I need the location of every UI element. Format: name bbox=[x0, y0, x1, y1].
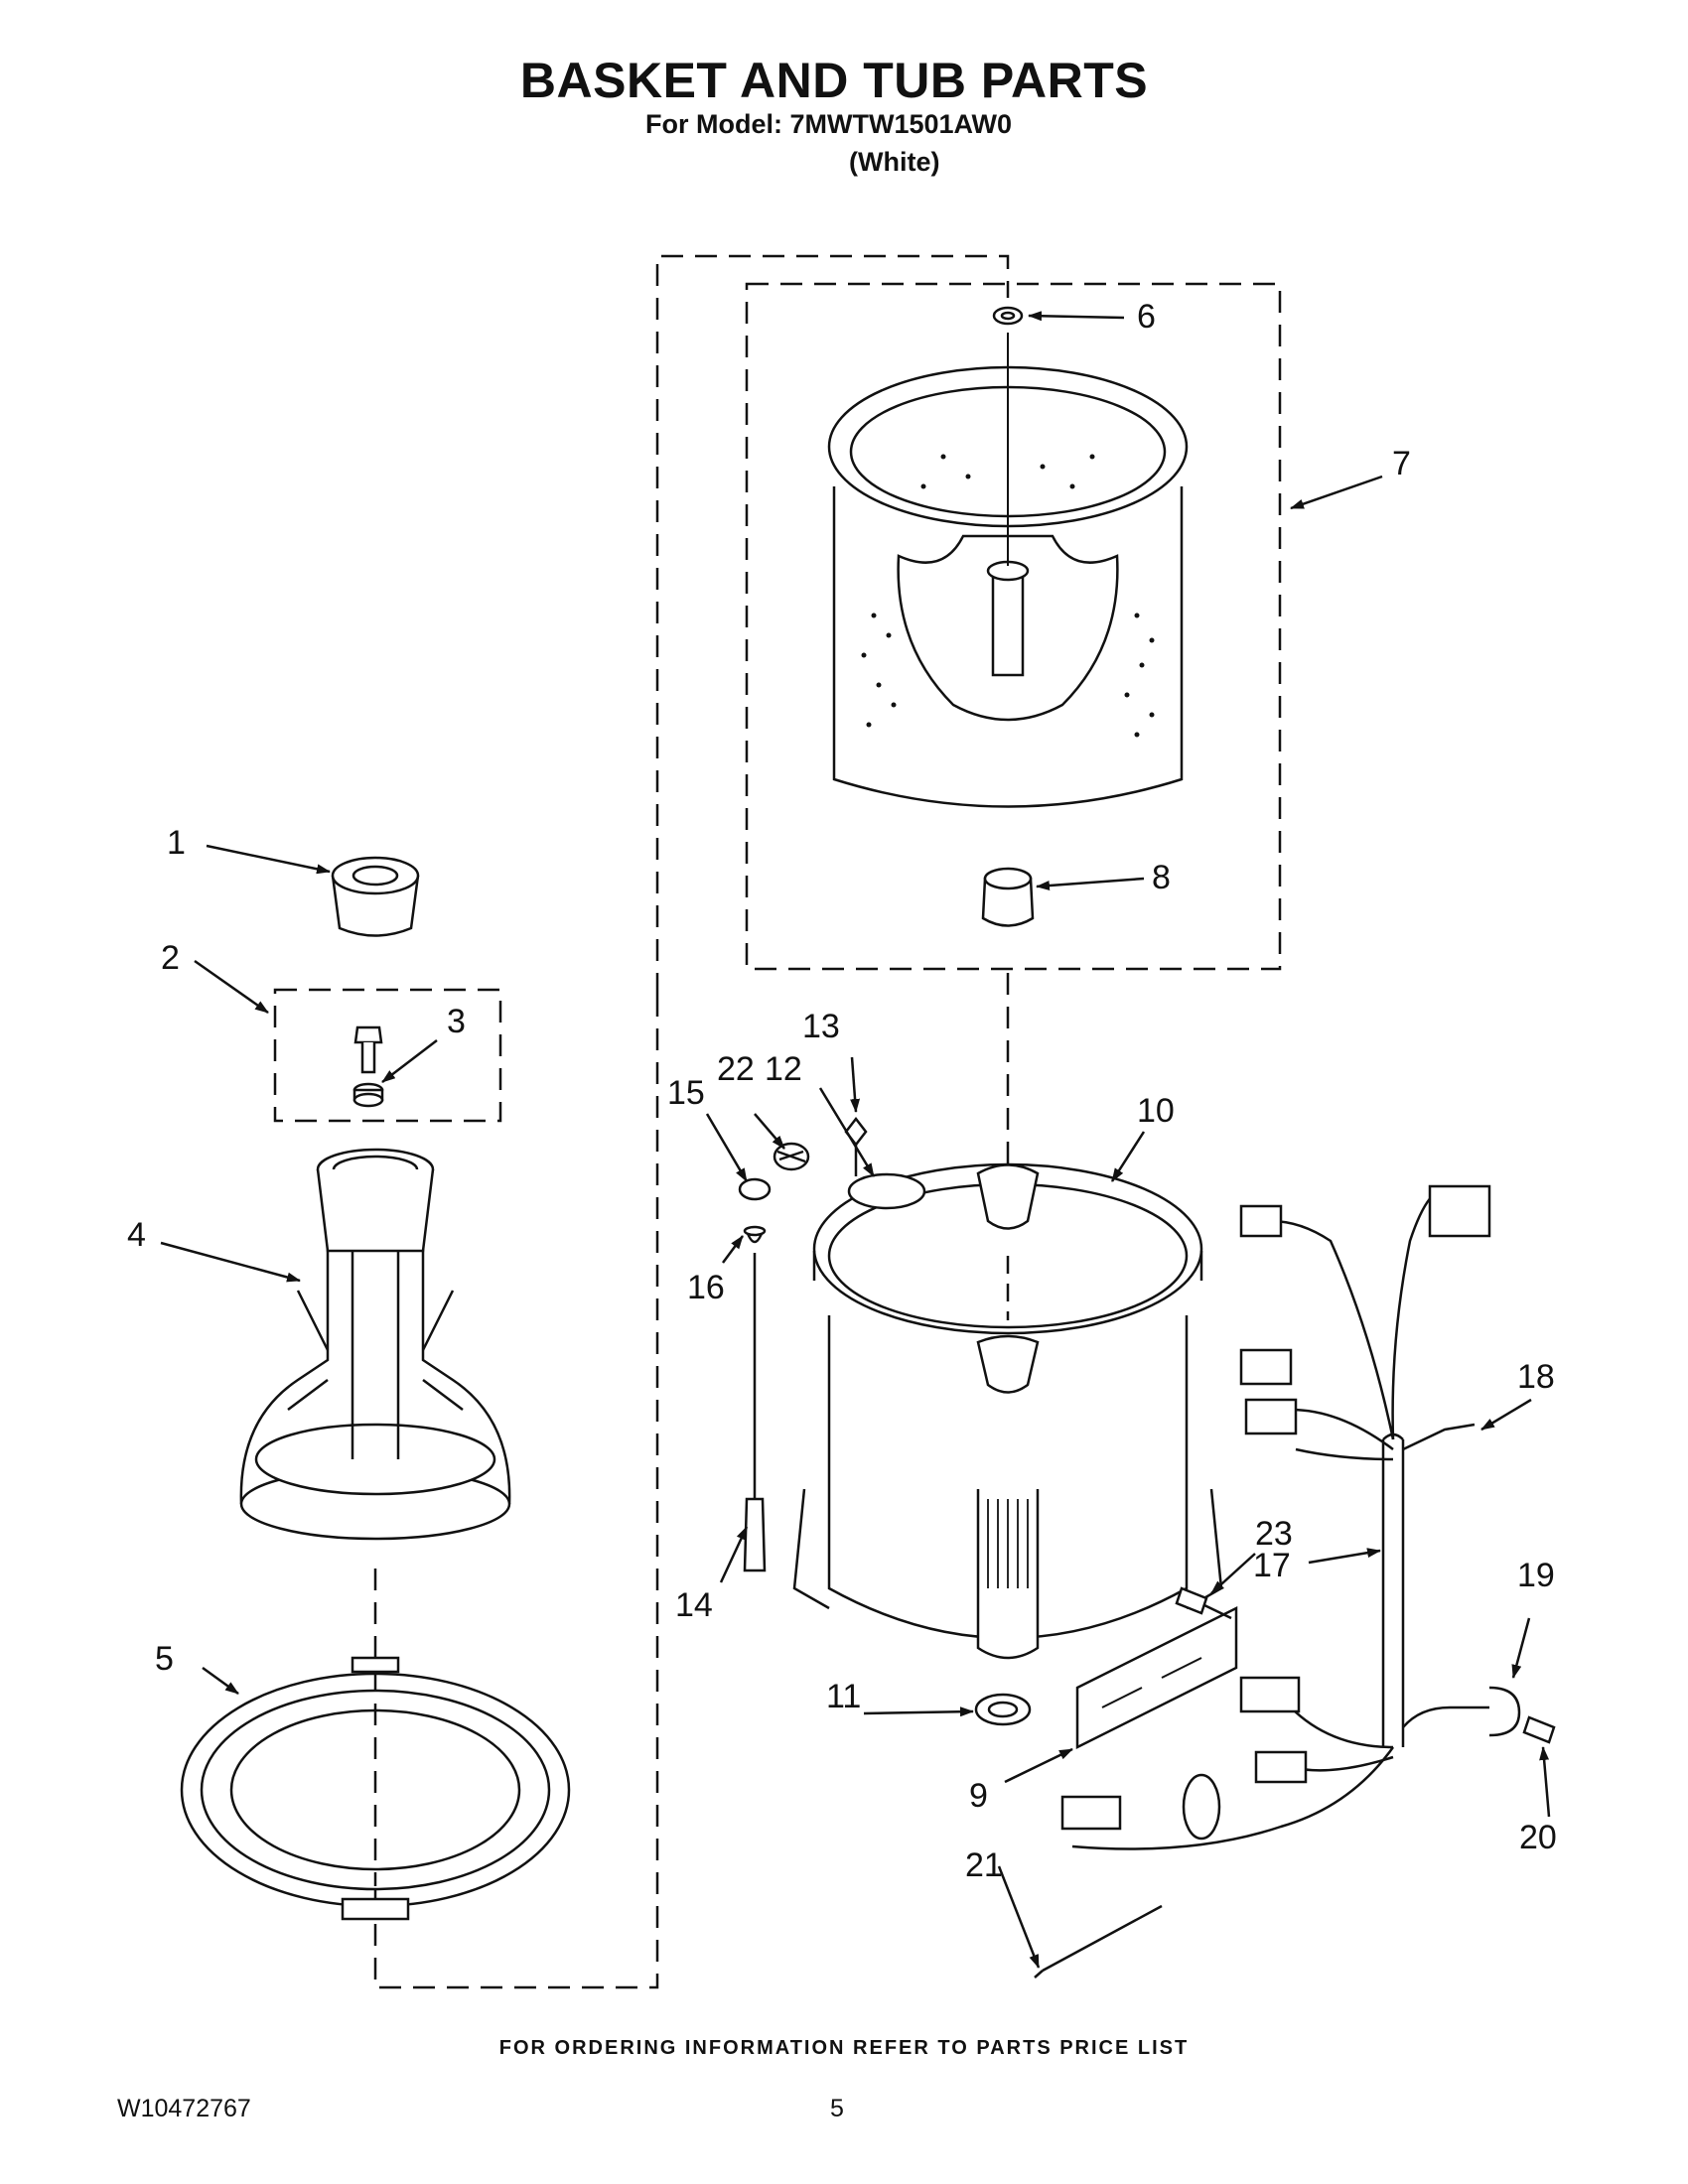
callout-6: 6 bbox=[1137, 298, 1156, 336]
callout-17: 17 bbox=[1253, 1547, 1291, 1584]
part-23-stud bbox=[1175, 1586, 1232, 1620]
color-line: (White) bbox=[849, 147, 940, 177]
main-dashed-line bbox=[655, 254, 1010, 995]
callout-10: 10 bbox=[1137, 1092, 1175, 1130]
part-15-connector bbox=[738, 1177, 772, 1201]
part-16-cap bbox=[743, 1225, 767, 1244]
callout-7: 7 bbox=[1392, 445, 1411, 482]
callout-19: 19 bbox=[1517, 1557, 1555, 1594]
part-12-plate bbox=[847, 1172, 926, 1210]
callout-23: 23 bbox=[1255, 1515, 1293, 1553]
part-19-clamp bbox=[1488, 1686, 1521, 1737]
callout-13: 13 bbox=[802, 1008, 840, 1045]
part-20-screw bbox=[1522, 1715, 1556, 1744]
leader-arrows bbox=[160, 311, 1551, 1969]
screw-kit-box bbox=[273, 988, 502, 1123]
part-1-cap bbox=[331, 856, 420, 937]
document-number: W10472767 bbox=[117, 2095, 251, 2122]
callout-9: 9 bbox=[969, 1777, 988, 1815]
part-7-basket bbox=[827, 333, 1189, 808]
callout-22: 22 bbox=[717, 1050, 755, 1088]
callout-numbers: 1 2 3 4 5 6 7 8 9 10 11 12 13 14 15 16 1… bbox=[127, 298, 1557, 1884]
callout-14: 14 bbox=[675, 1586, 713, 1624]
callout-21: 21 bbox=[965, 1846, 1003, 1884]
part-22-spring bbox=[773, 1142, 810, 1171]
dashed-assembly-lines bbox=[273, 254, 1282, 1989]
callout-1: 1 bbox=[167, 824, 186, 862]
callout-8: 8 bbox=[1152, 859, 1171, 896]
part-6-retainer bbox=[992, 306, 1024, 326]
part-11-seal bbox=[974, 1693, 1032, 1726]
callout-5: 5 bbox=[155, 1640, 174, 1678]
part-10-tub bbox=[792, 1162, 1223, 1660]
basket-assembly-box bbox=[745, 282, 1282, 971]
page-number: 5 bbox=[830, 2095, 844, 2122]
callout-16: 16 bbox=[687, 1269, 725, 1306]
part-9-board bbox=[1075, 1605, 1238, 1750]
return-dashed-line bbox=[373, 995, 659, 1989]
harness-connectors bbox=[1060, 1184, 1491, 1831]
callout-11: 11 bbox=[826, 1678, 861, 1715]
part-17-wire-harness bbox=[1071, 1188, 1489, 1850]
part-8-bushing bbox=[981, 867, 1035, 927]
callout-20: 20 bbox=[1519, 1819, 1557, 1856]
model-line: For Model: 7MWTW1501AW0 bbox=[645, 109, 1013, 139]
callout-4: 4 bbox=[127, 1216, 146, 1254]
part-14-pressure-tube bbox=[743, 1253, 767, 1572]
callout-3: 3 bbox=[447, 1003, 466, 1040]
callout-15: 15 bbox=[667, 1074, 705, 1112]
page-title: BASKET AND TUB PARTS bbox=[519, 53, 1149, 108]
part-4-agitator bbox=[239, 1148, 511, 1541]
callout-18: 18 bbox=[1517, 1358, 1555, 1396]
callout-12: 12 bbox=[765, 1050, 802, 1088]
part-21-tie bbox=[1034, 1904, 1163, 1979]
callout-2: 2 bbox=[161, 939, 180, 977]
part-2-3-bolt-washer bbox=[352, 1025, 384, 1108]
ordering-note: FOR ORDERING INFORMATION REFER TO PARTS … bbox=[498, 2037, 1190, 2059]
part-5-ring bbox=[180, 1656, 571, 1921]
